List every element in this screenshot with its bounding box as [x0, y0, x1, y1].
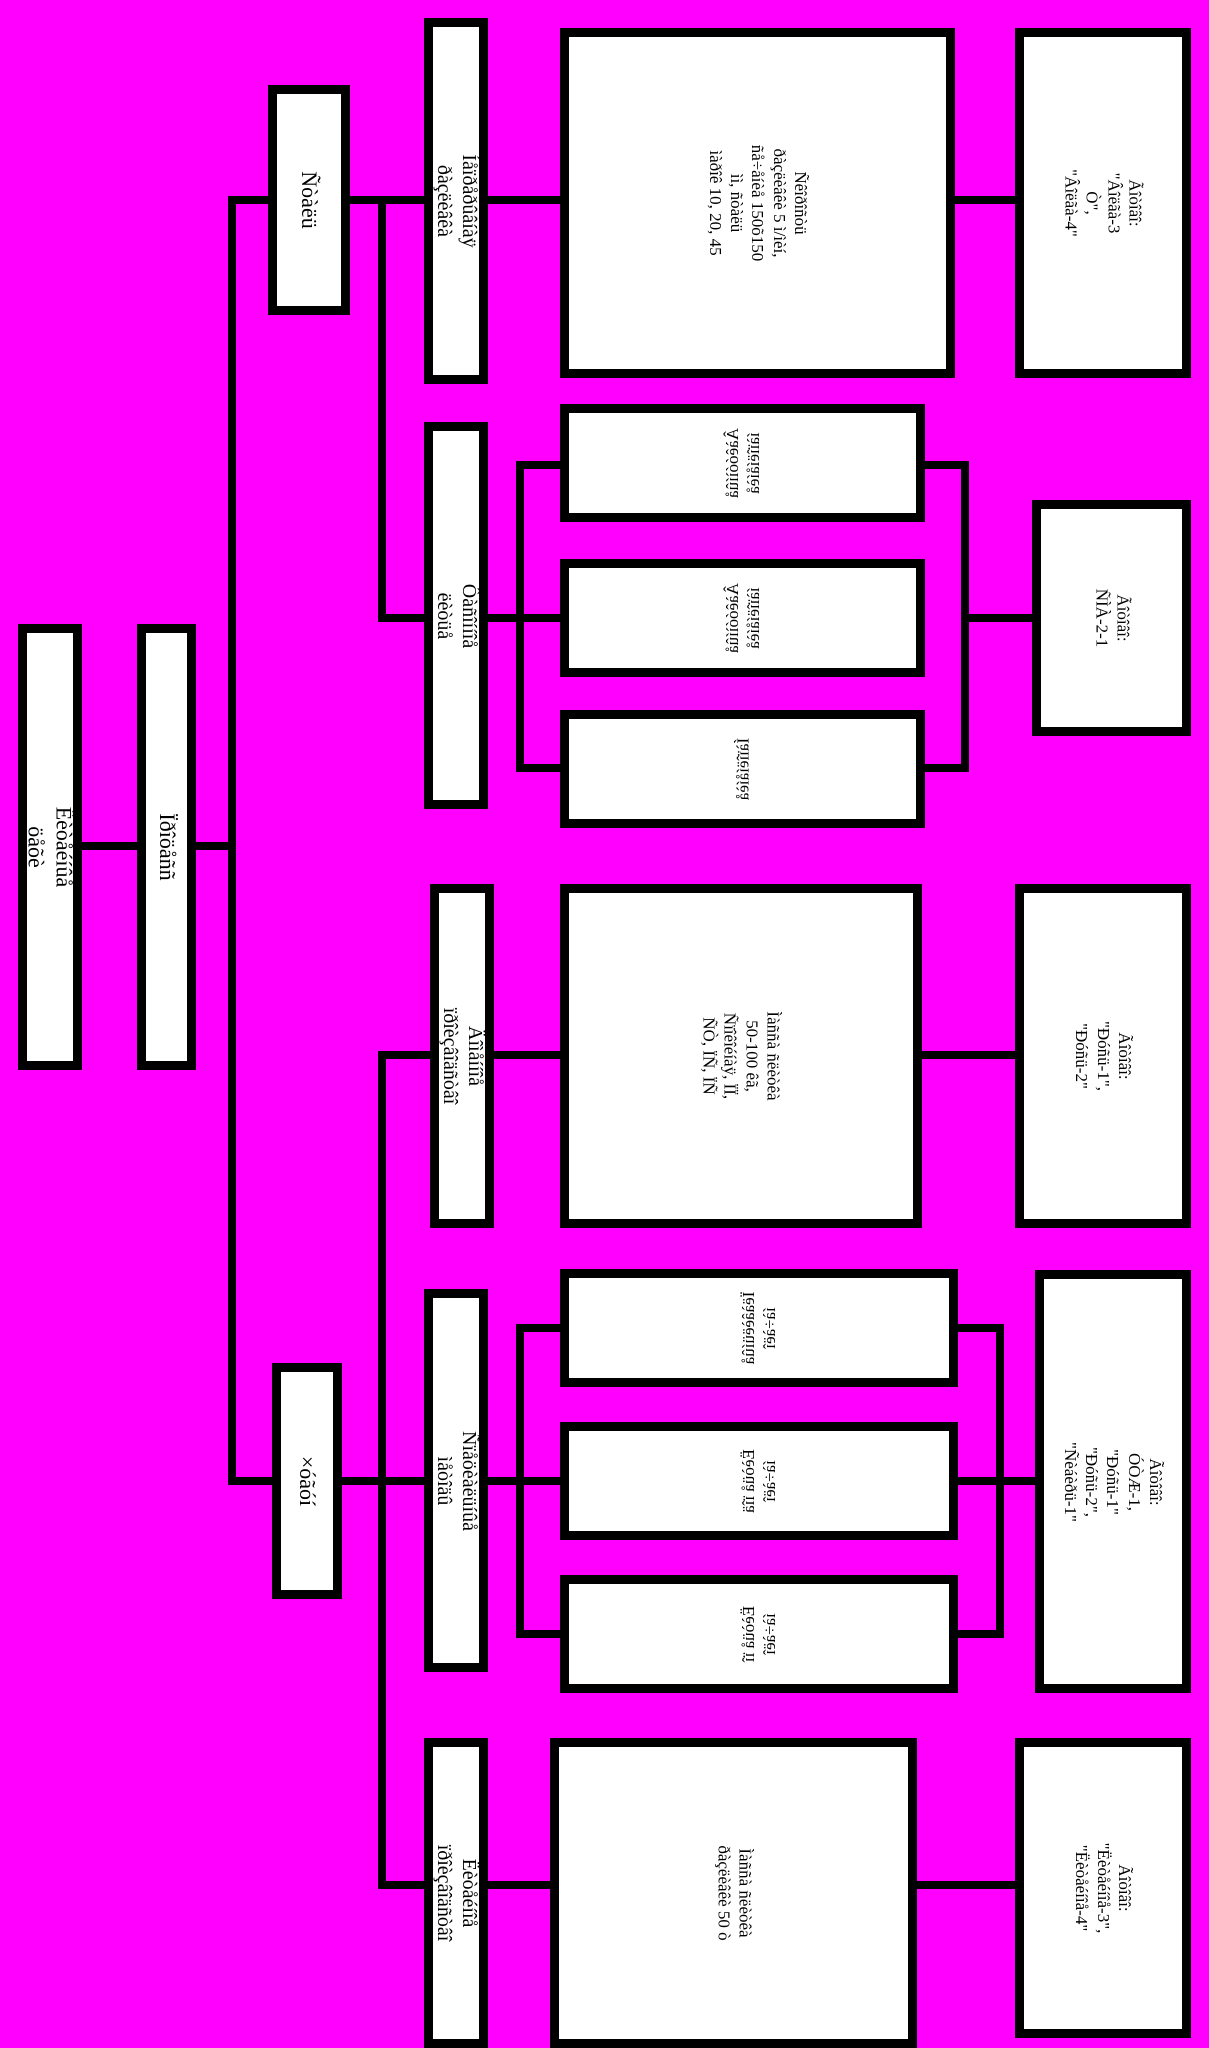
detail-special-b: Ëèòüå ïîä íà÷àëî: [560, 1422, 958, 1540]
detail-continuous-text: Ñêîðîñòü ðàçëèâêè 5 ì/ìèí, ñå÷åíèå 150õ1…: [705, 144, 810, 262]
result-shaped: Ãîòîâî: ÑÌÀ-2-1: [1032, 500, 1191, 736]
detail-shaped-b-text: Âàêóóìíûå íàïîëíåíèå: [722, 583, 763, 653]
method-special-label: Ñïåöèàëüíûå ìåòîäû: [433, 1430, 480, 1531]
result-continuous-text: Ãîòîâî: "Âîëãà-3 Ò", "Âîëãà-4": [1061, 169, 1145, 237]
detail-shaped-a: Âàêóóìíûå íàïîëíåíèå: [560, 404, 925, 522]
result-special: Ãîòîâî: ÓÒÆ-1, "Ðóñü-1" "Ðóñü-2", "Ñèáèð…: [1035, 1270, 1191, 1693]
detail-ingot-text: Ìàññà ñëèòêà 50-100 êã, Ñïîêîéíàÿ, ÏÏ, Ñ…: [699, 1011, 783, 1101]
detail-foundry: Ìàññà ñëèòêà ðàçëèâêè 50 ò: [550, 1738, 917, 2048]
detail-foundry-text: Ìàññà ñëèòêà ðàçëèâêè 50 ò: [713, 1845, 754, 1941]
method-continuous[interactable]: Íåïðåðûâíàÿ ðàçëèâêà: [424, 18, 488, 384]
detail-ingot: Ìàññà ñëèòêà 50-100 êã, Ñïîêîéíàÿ, ÏÏ, Ñ…: [560, 884, 922, 1228]
detail-special-c: Ëèòüå ïî íà÷àëî: [560, 1575, 958, 1693]
method-continuous-label: Íåïðåðûâíàÿ ðàçëèâêà: [433, 154, 480, 248]
result-shaped-text: Ãîòîâî: ÑÌÀ-2-1: [1091, 588, 1132, 648]
branch-steel-label: Ñòàëü: [296, 171, 322, 229]
result-ingot-text: Ãîòîâî: "Ðóñü-1", "Ðóñü-2": [1072, 1020, 1134, 1092]
detail-shaped-a-text: Âàêóóìíûå íàïîëíåíèå: [722, 428, 763, 498]
result-special-text: Ãîòîâî: ÓÒÆ-1, "Ðóñü-1" "Ðóñü-2", "Ñèáèð…: [1061, 1441, 1166, 1522]
branch-iron-label: ×óãóí: [294, 1455, 320, 1507]
root-label: Ëèòåéíûå öåõè: [24, 806, 77, 888]
result-continuous: Ãîòîâî: "Âîëãà-3 Ò", "Âîëãà-4": [1015, 28, 1191, 378]
result-foundry: Ãîòîâî: "Ëèòåéíîå-3", "Ëèòåéíîå-4": [1015, 1738, 1191, 2038]
result-foundry-text: Ãîòîâî: "Ëèòåéíîå-3", "Ëèòåéíîå-4": [1072, 1842, 1134, 1934]
method-shaped[interactable]: Ôàñîííîå ëèòüå: [424, 422, 488, 809]
detail-special-c-text: Ëèòüå ïî íà÷àëî: [738, 1605, 779, 1663]
detail-special-a: Ïëàâèëüíûå íà÷àëî: [560, 1269, 958, 1387]
root-node[interactable]: Ëèòåéíûå öåõè: [18, 624, 82, 1070]
method-blast[interactable]: Äîìåííîå ïðîèçâîäñòâî: [430, 884, 494, 1228]
detail-shaped-b: Âàêóóìíûå íàïîëíåíèå: [560, 559, 925, 677]
process-node[interactable]: Ïðîöåññ: [137, 624, 196, 1070]
method-foundry-label: Ëèòåéíîå ïðîèçâîäñòâî: [433, 1844, 480, 1942]
detail-shaped-c: Íàïîëíåíèå: [560, 710, 925, 828]
detail-special-a-text: Ïëàâèëüíûå íà÷àëî: [738, 1291, 779, 1365]
branch-steel[interactable]: Ñòàëü: [268, 85, 350, 315]
detail-continuous: Ñêîðîñòü ðàçëèâêè 5 ì/ìèí, ñå÷åíèå 150õ1…: [560, 28, 955, 378]
method-shaped-label: Ôàñîííîå ëèòüå: [433, 583, 480, 648]
branch-iron[interactable]: ×óãóí: [272, 1363, 342, 1599]
method-blast-label: Äîìåííîå ïðîèçâîäñòâî: [439, 1007, 486, 1105]
result-ingot: Ãîòîâî: "Ðóñü-1", "Ðóñü-2": [1015, 884, 1191, 1228]
method-foundry[interactable]: Ëèòåéíîå ïðîèçâîäñòâî: [424, 1738, 488, 2048]
process-label: Ïðîöåññ: [154, 813, 180, 881]
detail-shaped-c-text: Íàïîëíåíèå: [732, 737, 752, 801]
method-special[interactable]: Ñïåöèàëüíûå ìåòîäû: [424, 1289, 488, 1672]
detail-special-b-text: Ëèòüå ïîä íà÷àëî: [738, 1449, 779, 1513]
